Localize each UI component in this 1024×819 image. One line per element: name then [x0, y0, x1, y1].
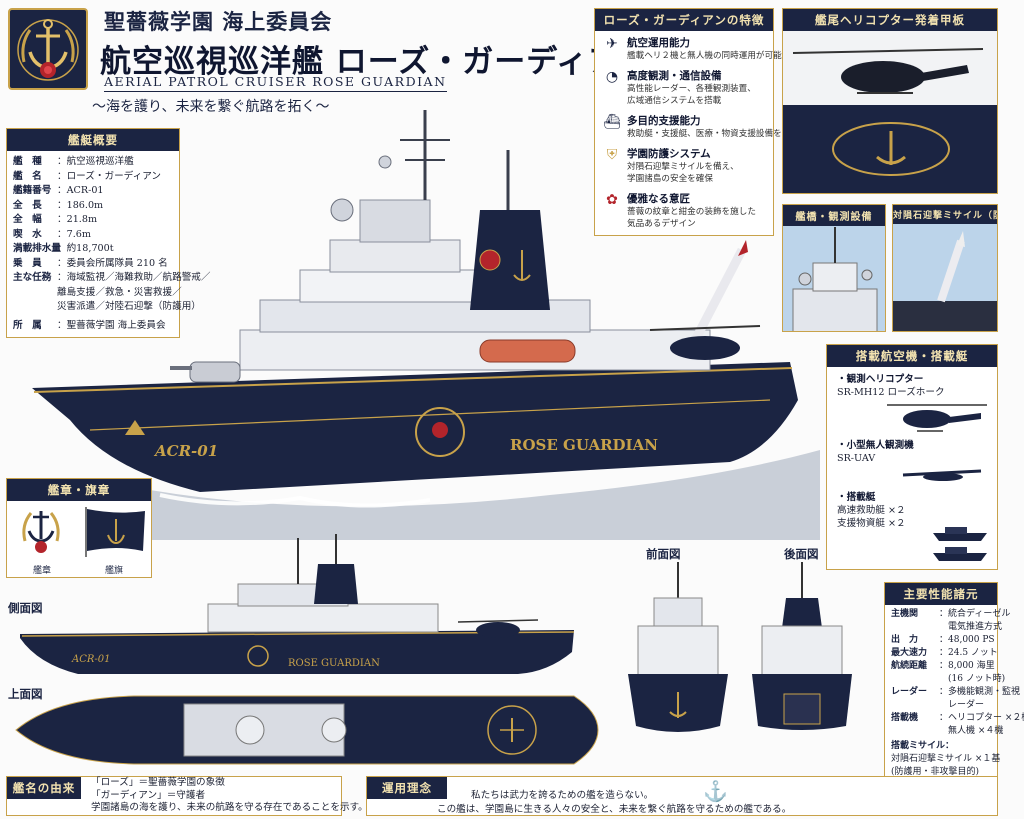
helideck-title: 艦尾ヘリコプター発着甲板	[783, 9, 997, 31]
name-origin-title: 艦名の由来	[7, 777, 81, 799]
spec-continuation: 災害派遣／対陸石迎撃（防護用）	[57, 301, 201, 312]
helicopter-icon	[827, 401, 997, 435]
features-title: ローズ・ガーディアンの特徴	[595, 9, 773, 31]
spec-row: 満載排水量：約18,700t	[13, 243, 114, 254]
ship-emblem-icon	[17, 505, 65, 557]
rose-icon: ✿	[606, 192, 618, 208]
spec-row: 喫 水：7.6m	[13, 228, 91, 240]
spec-row: 艦 名：ローズ・ガーディアン	[13, 170, 161, 182]
school-emblem	[8, 8, 88, 90]
performance-panel: 主要性能諸元 主機関：統合ディーゼル 電気推進方式 出 力：48,000 PS …	[884, 582, 1024, 782]
rear-view-label: 後面図	[784, 547, 819, 561]
side-view-label: 側面図	[8, 601, 43, 615]
front-view-illustration	[624, 562, 732, 742]
overview-panel: 艦艇概要 艦 種：航空巡視巡洋艦 艦 名：ローズ・ガーディアン 艦籍番号：ACR…	[6, 128, 211, 338]
uav-icon	[827, 465, 997, 489]
feature-item: ✈ 航空運用能力 艦載ヘリ２機と無人機の同時運用が可能	[595, 31, 782, 64]
side-hull-number-text: ACR-01	[71, 654, 111, 665]
top-view-label: 上面図	[8, 687, 43, 701]
drone-icon: ✈	[606, 36, 618, 52]
side-hull-name-text: ROSE GUARDIAN	[288, 658, 380, 669]
insignia-title: 艦章・旗章	[7, 479, 151, 501]
aircraft-title: 搭載航空機・搭載艇	[827, 345, 997, 367]
shield-icon: ⛨	[606, 147, 618, 163]
spec-row: 乗 員：委員会所属隊員 210 名	[13, 257, 168, 269]
boat-icon	[931, 523, 989, 563]
spec-row: 艦 種：航空巡視巡洋艦	[13, 156, 134, 167]
spec-row: 艦籍番号：ACR-01	[13, 185, 104, 196]
spec-row: 全 幅：21.8m	[13, 214, 98, 225]
features-panel: ローズ・ガーディアンの特徴 ✈ 航空運用能力 艦載ヘリ２機と無人機の同時運用が可…	[594, 8, 799, 236]
mast-panel: 艦橋・観測設備	[782, 204, 886, 332]
aircraft-panel: 搭載航空機・搭載艇 ・観測ヘリコプター SR-MH12 ローズホーク ・小型無人…	[826, 344, 998, 570]
philosophy-panel: 運用理念 私たちは武力を誇るための艦を造らない。 この艦は、学園島に生きる人々の…	[366, 776, 998, 816]
feature-item: ✿ 優雅なる意匠 薔薇の紋章と紺金の装飾を施した 気品あるデザイン	[595, 187, 773, 232]
performance-title: 主要性能諸元	[885, 583, 997, 605]
top-view-illustration	[14, 692, 600, 768]
name-origin-panel: 艦名の由来 「ローズ」＝聖薔薇学園の象徴 「ガーディアン」＝守護者 学園諸島の海…	[6, 776, 368, 816]
rear-view-illustration	[748, 562, 856, 742]
overview-title: 艦艇概要	[7, 129, 179, 151]
anchor-icon: ⚓	[703, 779, 728, 803]
feature-item: ⛨ 学園防護システム 対隕石迎撃ミサイルを備え、 学園諸島の安全を確保	[595, 142, 773, 187]
mast-title: 艦橋・観測設備	[783, 205, 885, 226]
school-committee-title: 聖薔薇学園 海上委員会	[104, 9, 333, 34]
emblem-label: 艦章	[33, 566, 52, 576]
spec-row: 主な任務：海域監視／海難救助／航路警戒／	[13, 272, 211, 283]
spec-continuation: 離島支援／救急・災害救援／	[57, 286, 182, 298]
missile-title: 対隕石迎撃ミサイル（防護用）	[893, 205, 997, 224]
spec-row: 所 属：聖薔薇学園 海上委員会	[13, 319, 166, 331]
feature-item: ◔ 高度観測・通信設備 高性能レーダー、各種観測装置、 広域通信システムを搭載	[595, 64, 773, 109]
side-view-illustration: ACR-01 ROSE GUARDIAN	[18, 534, 598, 676]
insignia-panel: 艦章・旗章 艦章 艦旗	[6, 478, 152, 578]
hull-name-text: ROSE GUARDIAN	[510, 436, 658, 454]
helideck-panel: 艦尾ヘリコプター発着甲板	[782, 8, 998, 194]
flag-label: 艦旗	[105, 566, 124, 576]
ship-title: 航空巡視巡洋艦 ローズ・ガーディアン	[100, 44, 651, 80]
spec-row: 全 長：186.0m	[13, 199, 104, 211]
main-ship-illustration: ACR-01 ROSE GUARDIAN	[30, 100, 830, 540]
hull-number-text: ACR-01	[153, 442, 218, 460]
missile-panel: 対隕石迎撃ミサイル（防護用）	[892, 204, 998, 332]
ship-title-english: AERIAL PATROL CRUISER ROSE GUARDIAN	[104, 74, 447, 92]
front-view-label: 前面図	[646, 547, 681, 561]
radar-dish-icon: ◔	[605, 69, 619, 85]
philosophy-title: 運用理念	[367, 777, 447, 799]
ship-icon: ⛴	[603, 114, 621, 130]
tagline: 〜海を護り、未来を繋ぐ航路を拓く〜	[92, 99, 330, 115]
feature-item: ⛴ 多目的支援能力 救助艇・支援艇、医療・物資支援設備を完備	[603, 114, 799, 139]
ship-flag-icon	[83, 507, 147, 557]
